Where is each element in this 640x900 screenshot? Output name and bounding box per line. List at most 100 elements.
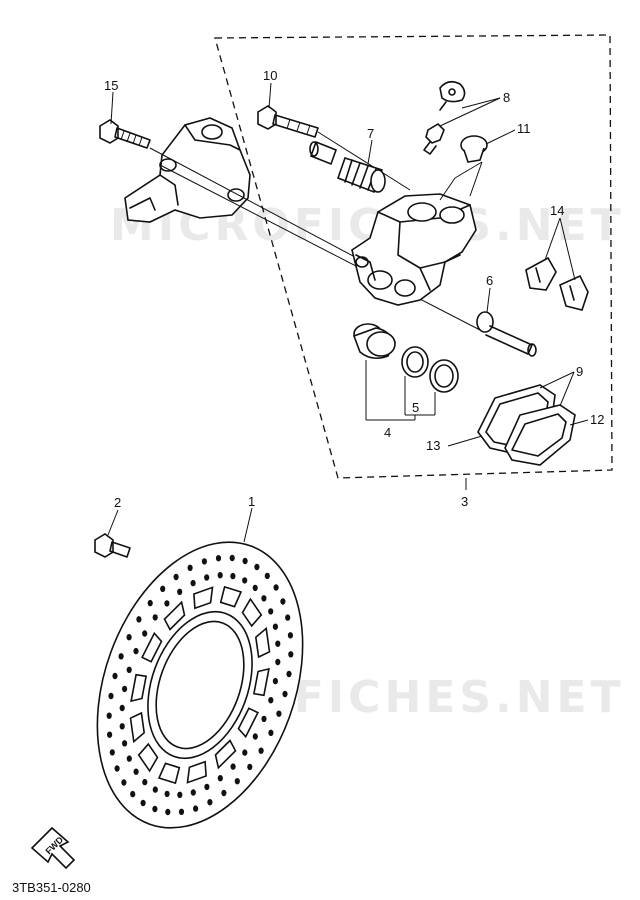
disc-hole	[164, 790, 170, 798]
disc-slot	[252, 667, 270, 697]
part-6-pin	[476, 311, 537, 357]
disc-hole	[147, 599, 153, 607]
disc-hole	[178, 808, 185, 815]
disc-hole	[215, 555, 222, 562]
callout-6: 6	[486, 273, 493, 288]
disc-hole	[107, 731, 113, 738]
disc-hole	[177, 791, 183, 798]
disc-hole	[234, 778, 240, 785]
disc-hole	[261, 715, 267, 723]
disc-hole	[109, 749, 115, 756]
callout-15: 15	[104, 78, 118, 93]
callout-14: 14	[550, 203, 564, 218]
disc-hole	[282, 690, 288, 698]
disc-hole	[272, 677, 278, 685]
disc-hole	[152, 786, 158, 793]
disc-slot	[129, 711, 146, 744]
fwd-arrow-icon: FWD	[30, 826, 76, 870]
disc-hole	[230, 572, 236, 580]
disc-slot	[193, 586, 214, 610]
disc-hole	[230, 763, 236, 770]
disc-hole	[190, 579, 196, 587]
disc-hole	[242, 577, 248, 584]
callouts: 15 10 7 8 11 14 6 9 12 13	[104, 68, 604, 543]
callout-1: 1	[248, 494, 255, 509]
disc-hole	[121, 779, 127, 786]
disc-hole	[280, 598, 286, 605]
disc-hole	[136, 616, 142, 623]
disc-hole	[130, 790, 136, 798]
disc-hole	[122, 685, 128, 693]
part-10-slide-pin	[257, 105, 411, 191]
disc-hole	[242, 749, 248, 756]
disc-hole	[252, 584, 258, 592]
callout-12: 12	[590, 412, 604, 427]
disc-hole	[285, 614, 291, 621]
caliper-assembly-boundary	[214, 34, 613, 479]
disc-hole	[177, 588, 183, 595]
disc-slot	[130, 673, 148, 703]
disc-slot	[137, 742, 159, 773]
disc-slot	[141, 631, 163, 663]
disc-hole	[286, 670, 292, 678]
callout-9: 9	[576, 364, 583, 379]
disc-hole	[126, 634, 132, 641]
callout-2: 2	[114, 495, 121, 510]
disc-hole	[268, 729, 274, 736]
callout-13: 13	[426, 438, 440, 453]
disc-hole	[268, 608, 274, 615]
part-1-brake-disc	[96, 541, 304, 829]
disc-hole	[142, 778, 148, 786]
disc-hole	[152, 614, 158, 621]
disc-hole	[247, 763, 253, 771]
callout-11: 11	[517, 121, 531, 136]
disc-hole	[217, 572, 223, 579]
disc-hole	[204, 574, 210, 581]
disc-slot	[254, 626, 271, 659]
part-15-bolt	[99, 119, 151, 149]
disc-hole	[261, 595, 267, 602]
disc-hole	[252, 733, 258, 740]
disc-hole	[152, 805, 158, 813]
disc-slot	[241, 597, 263, 628]
disc-hole	[142, 630, 148, 637]
part-8-bleed-screw	[423, 80, 466, 155]
disc-ventilation-holes	[106, 554, 294, 816]
disc-hole	[273, 584, 279, 591]
disc-hole	[275, 658, 281, 666]
part-7-sleeve-boot	[309, 140, 386, 194]
disc-hole	[229, 554, 235, 562]
disc-hole	[201, 558, 207, 565]
disc-slot	[186, 760, 207, 784]
disc-hole	[119, 704, 125, 712]
brake-pads	[477, 384, 576, 466]
caliper-bracket	[124, 117, 251, 223]
callout-3: 3	[461, 494, 468, 509]
disc-hole	[106, 712, 112, 719]
disc-hole	[254, 563, 260, 571]
disc-hole	[190, 789, 196, 796]
disc-hole	[264, 572, 270, 580]
disc-hole	[187, 564, 193, 571]
disc-hole	[268, 697, 274, 704]
disc-slot	[219, 585, 243, 608]
disc-hole	[204, 783, 210, 791]
callout-10: 10	[263, 68, 277, 83]
part-5-seals	[401, 346, 459, 393]
part-2-disc-bolt	[94, 533, 131, 558]
disc-hole	[160, 585, 166, 592]
disc-hole	[165, 808, 171, 816]
disc-hole	[276, 710, 282, 717]
callout-5: 5	[412, 400, 419, 415]
disc-hole	[217, 775, 223, 782]
disc-hole	[126, 666, 132, 673]
disc-hole	[288, 651, 294, 658]
part-4-piston	[352, 323, 396, 360]
disc-hole	[164, 600, 170, 607]
disc-hole	[242, 557, 248, 565]
disc-hole	[118, 653, 124, 660]
disc-hole	[122, 740, 128, 747]
disc-hole	[258, 747, 264, 754]
disc-cooling-slots	[129, 585, 271, 785]
